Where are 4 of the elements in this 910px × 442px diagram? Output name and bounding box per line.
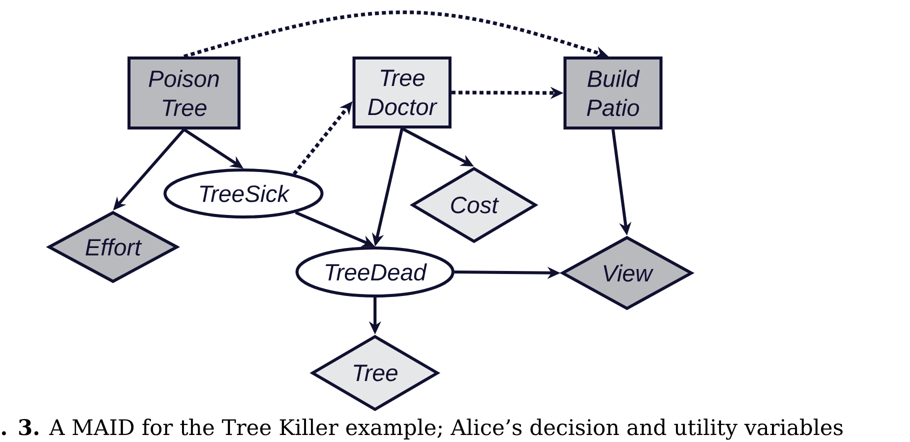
caption: . 3. A MAID for the Tree Killer example; Alice’s decision and utility variables <box>2 418 843 440</box>
decision-box: Build Patio <box>564 56 662 130</box>
decision-box: Tree Doctor <box>352 56 452 128</box>
decision-box: Poison Tree <box>128 56 240 130</box>
